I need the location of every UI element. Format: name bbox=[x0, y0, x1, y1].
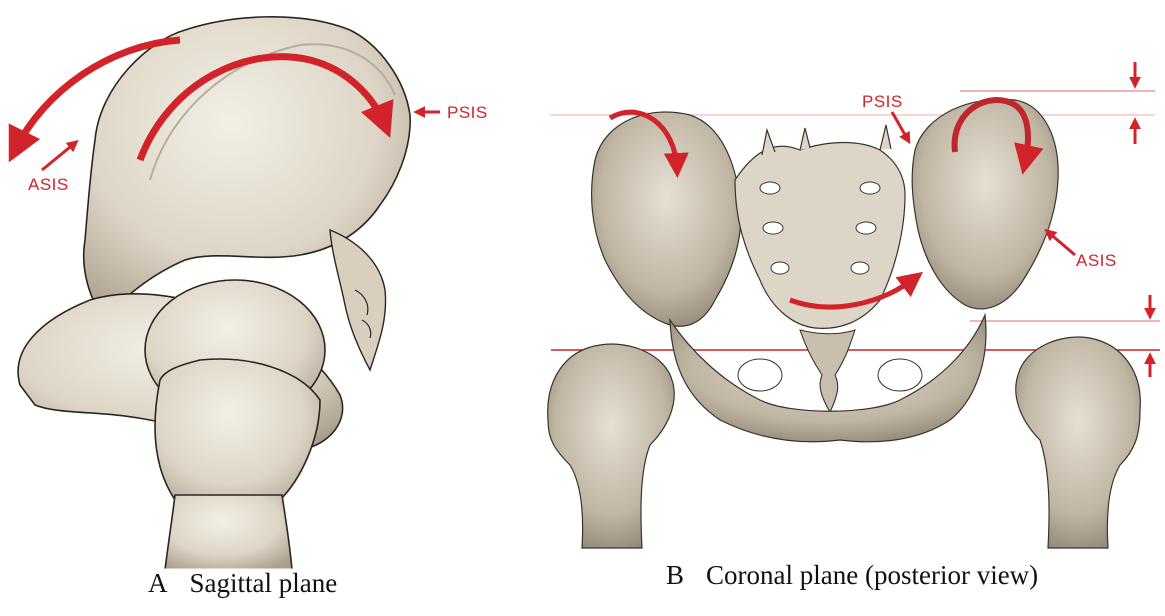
panel-a-letter: A bbox=[148, 568, 168, 599]
asis-pointer-b bbox=[1048, 232, 1075, 255]
panel-b-caption-text: Coronal plane (posterior view) bbox=[706, 560, 1038, 590]
left-ilium bbox=[592, 112, 741, 326]
panel-b-illustration bbox=[548, 91, 1160, 548]
panel-a-caption-text: Sagittal plane bbox=[190, 568, 338, 598]
panel-a-illustration bbox=[18, 17, 410, 570]
left-femur bbox=[548, 344, 675, 548]
femur-shaft bbox=[165, 495, 292, 570]
psis-label-a: PSIS bbox=[447, 103, 488, 122]
sacrum bbox=[735, 143, 905, 329]
asis-pointer-a bbox=[42, 143, 75, 170]
sacral-tail bbox=[330, 230, 386, 370]
panel-a-caption: A Sagittal plane bbox=[148, 568, 337, 599]
coccyx bbox=[800, 330, 855, 412]
right-ilium bbox=[912, 99, 1058, 309]
psis-pointer-b bbox=[892, 112, 908, 140]
panel-b-caption: B Coronal plane (posterior view) bbox=[666, 560, 1038, 591]
asis-label-b: ASIS bbox=[1076, 251, 1117, 270]
panel-b-letter: B bbox=[666, 560, 684, 591]
femur-proximal bbox=[155, 359, 320, 515]
asis-label-a: ASIS bbox=[28, 175, 69, 194]
right-femur bbox=[1016, 337, 1141, 548]
psis-label-b: PSIS bbox=[862, 92, 903, 111]
